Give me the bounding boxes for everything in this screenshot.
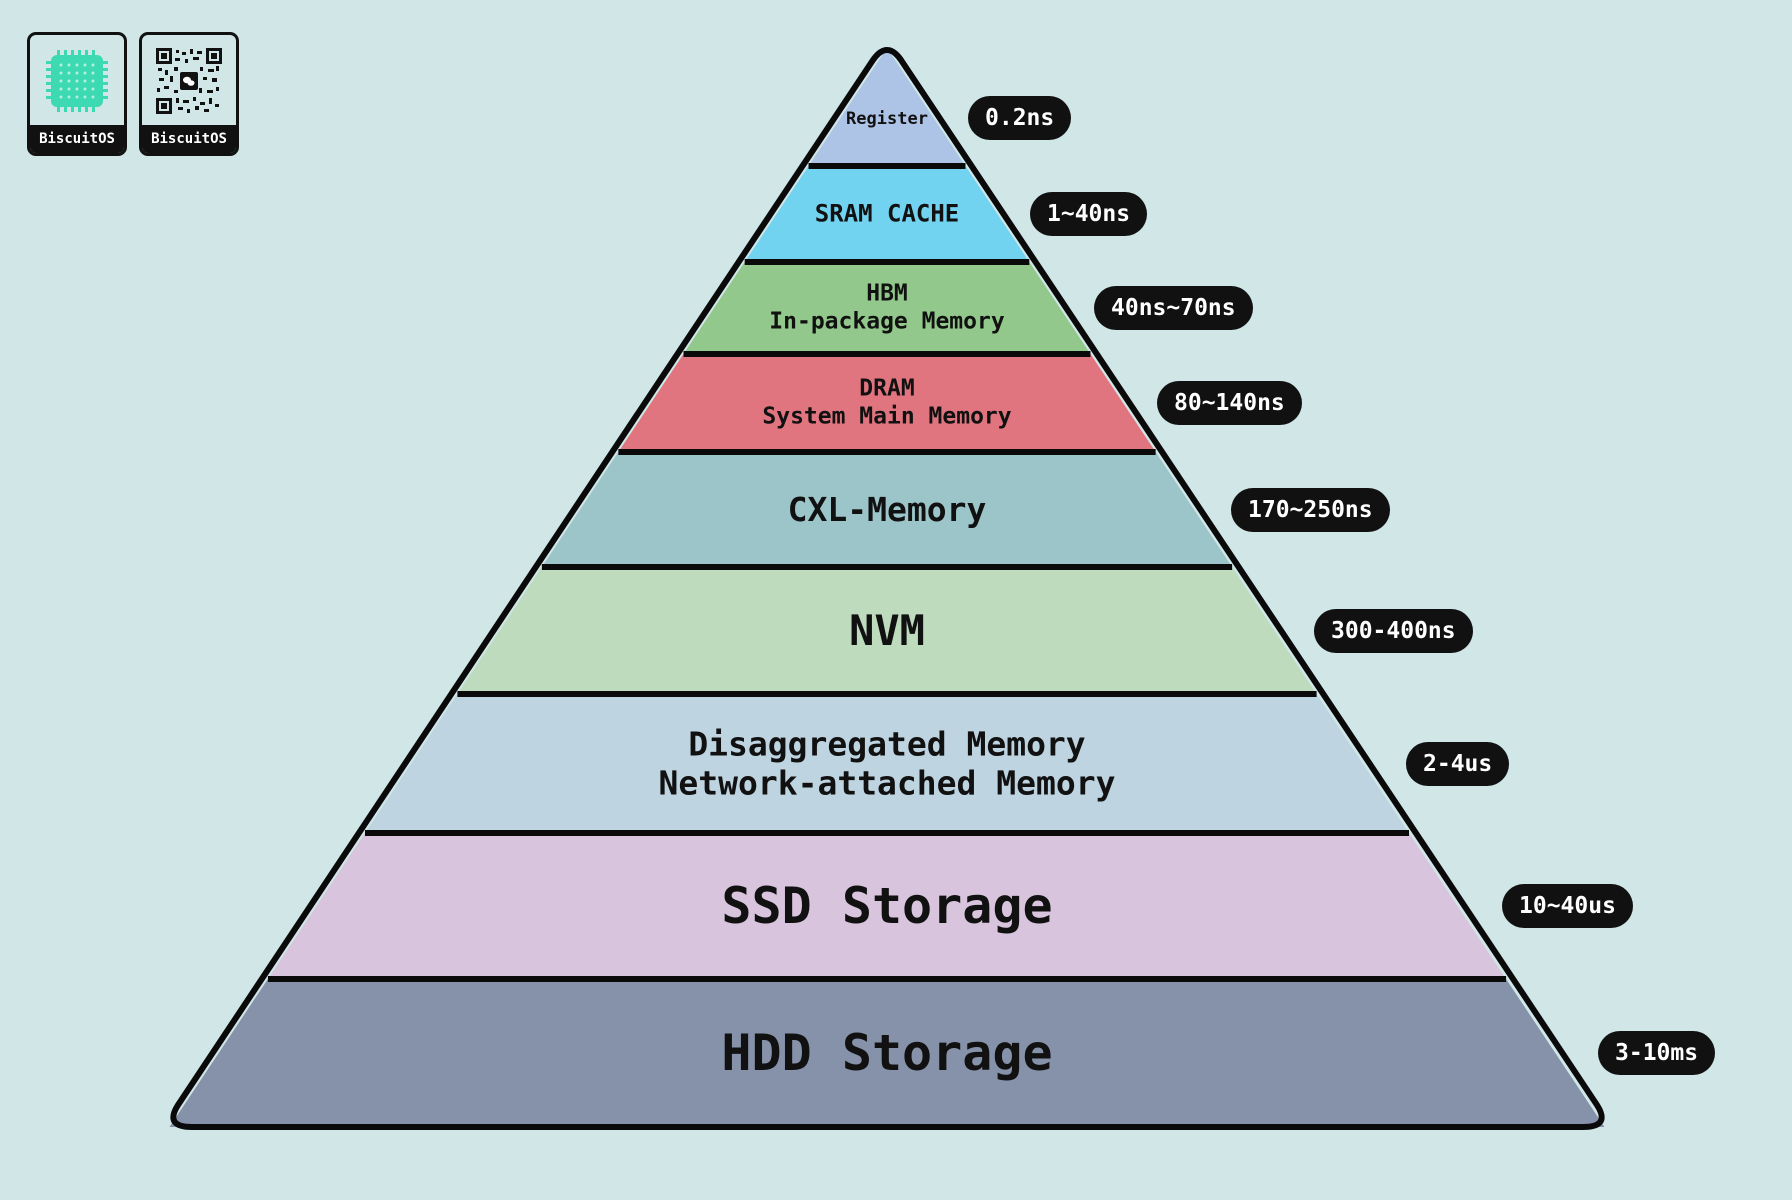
latency-pill: 40ns~70ns xyxy=(1094,286,1253,330)
layer-label-line: HBM xyxy=(866,280,908,307)
latency-pill: 300-400ns xyxy=(1314,608,1473,653)
badge-label: BiscuitOS xyxy=(30,125,124,153)
layer-label-line: HDD Storage xyxy=(721,1024,1053,1082)
layer-cxl-memory xyxy=(541,452,1233,567)
layer-label: NVM xyxy=(849,605,925,655)
layer-label-line: Disaggregated Memory xyxy=(688,723,1086,763)
layer-disaggregated-memory xyxy=(365,694,1409,833)
layer-register xyxy=(808,48,966,166)
latency-pill: 0.2ns xyxy=(968,96,1072,140)
latency-pill: 80~140ns xyxy=(1157,381,1302,425)
layer-label: CXL-Memory xyxy=(788,490,987,530)
layer-label-line: In-package Memory xyxy=(769,308,1005,334)
layer-hdd-storage xyxy=(169,979,1605,1127)
layer-label-line: NVM xyxy=(849,605,925,655)
layer-nvm xyxy=(457,567,1317,694)
latency-pill: 3-10ms xyxy=(1598,1031,1716,1075)
layer-label-line: System Main Memory xyxy=(762,403,1012,429)
layer-dram xyxy=(618,354,1156,452)
latency-pill: 1~40ns xyxy=(1030,192,1148,236)
layer-label: Register xyxy=(846,109,928,129)
latency-pill: 2-4us xyxy=(1406,741,1510,786)
biscuitos-qr-badge[interactable]: BiscuitOS xyxy=(139,32,239,156)
layer-hbm xyxy=(683,262,1091,354)
latency-pill: 10~40us xyxy=(1502,884,1633,928)
layer-label-line: DRAM xyxy=(859,375,915,402)
layer-label-line: CXL-Memory xyxy=(787,489,987,529)
layer-sram-cache xyxy=(744,166,1030,262)
biscuitos-logo-badge: BiscuitOS xyxy=(27,32,127,156)
layer-label-line: SSD Storage xyxy=(721,877,1053,935)
layer-label-line: SRAM CACHE xyxy=(814,199,960,228)
layer-label-line: Network-attached Memory xyxy=(658,763,1116,803)
latency-pill: 170~250ns xyxy=(1231,487,1390,532)
layer-label: SSD Storage xyxy=(721,876,1052,936)
layer-ssd-storage xyxy=(267,833,1507,979)
layer-label-line: Register xyxy=(846,108,928,129)
pyramid-outline xyxy=(170,47,1605,1130)
qr-code-icon xyxy=(142,35,236,127)
layer-label: HDD Storage xyxy=(721,1023,1052,1083)
biscuit-logo-icon xyxy=(30,35,124,127)
layer-label: SRAM CACHE xyxy=(815,200,960,229)
badge-label: BiscuitOS xyxy=(142,125,236,153)
